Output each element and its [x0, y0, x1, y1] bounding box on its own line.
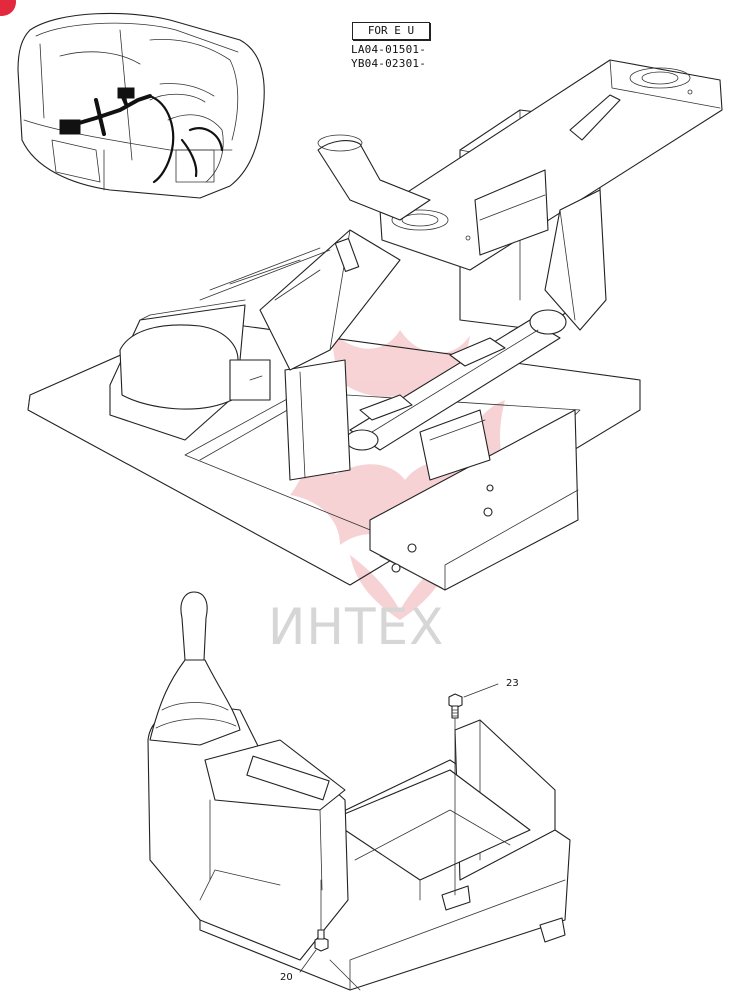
- serial-range-1: LA04-01501-: [351, 43, 427, 56]
- machine-location-thumbnail: [17, 12, 265, 199]
- part-callout-20[interactable]: 20: [280, 972, 293, 983]
- lower-assembly-drawing: [147, 591, 571, 991]
- hex-bolt-icon: [448, 693, 463, 719]
- serial-range-2: YB04-02301-: [351, 57, 427, 70]
- watermark-text: ИНТЕХ: [268, 598, 445, 656]
- region-label: FOR E U: [352, 22, 430, 40]
- part-callout-23[interactable]: 23: [506, 678, 519, 689]
- corner-badge-text: 3: [2, 0, 9, 4]
- upper-assembly-drawing: [27, 59, 723, 591]
